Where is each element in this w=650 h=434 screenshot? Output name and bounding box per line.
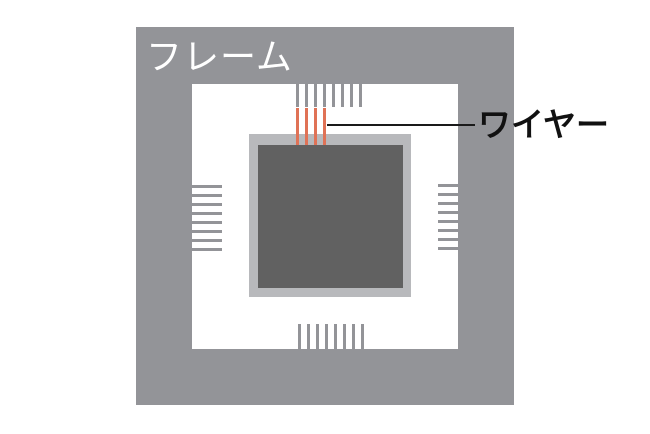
lead <box>323 84 326 107</box>
lead <box>325 324 328 349</box>
lead <box>192 194 222 197</box>
lead <box>361 324 364 349</box>
lead <box>192 221 222 224</box>
lead <box>438 238 458 241</box>
bond-wire <box>296 108 299 145</box>
frame-label: フレーム <box>146 37 293 78</box>
lead <box>438 247 458 250</box>
lead <box>352 324 355 349</box>
lead <box>314 84 317 107</box>
lead <box>438 220 458 223</box>
lead <box>438 193 458 196</box>
lead <box>192 248 222 251</box>
bond-wire <box>305 108 308 145</box>
lead <box>192 203 222 206</box>
lead <box>332 84 335 107</box>
lead <box>438 211 458 214</box>
lead <box>350 84 353 107</box>
lead <box>192 230 222 233</box>
lead <box>298 324 301 349</box>
lead <box>341 84 344 107</box>
lead <box>307 324 310 349</box>
bond-wire <box>323 108 326 145</box>
lead <box>192 212 222 215</box>
lead <box>359 84 362 107</box>
lead <box>438 202 458 205</box>
bond-wire <box>314 108 317 145</box>
semiconductor-die <box>258 145 403 288</box>
lead <box>334 324 337 349</box>
lead <box>296 84 299 107</box>
lead <box>192 185 222 188</box>
lead <box>305 84 308 107</box>
lead <box>438 184 458 187</box>
lead <box>438 229 458 232</box>
lead <box>316 324 319 349</box>
lead <box>343 324 346 349</box>
wire-leader-line <box>327 124 475 126</box>
wire-label: ワイヤー <box>478 105 610 144</box>
lead <box>192 239 222 242</box>
